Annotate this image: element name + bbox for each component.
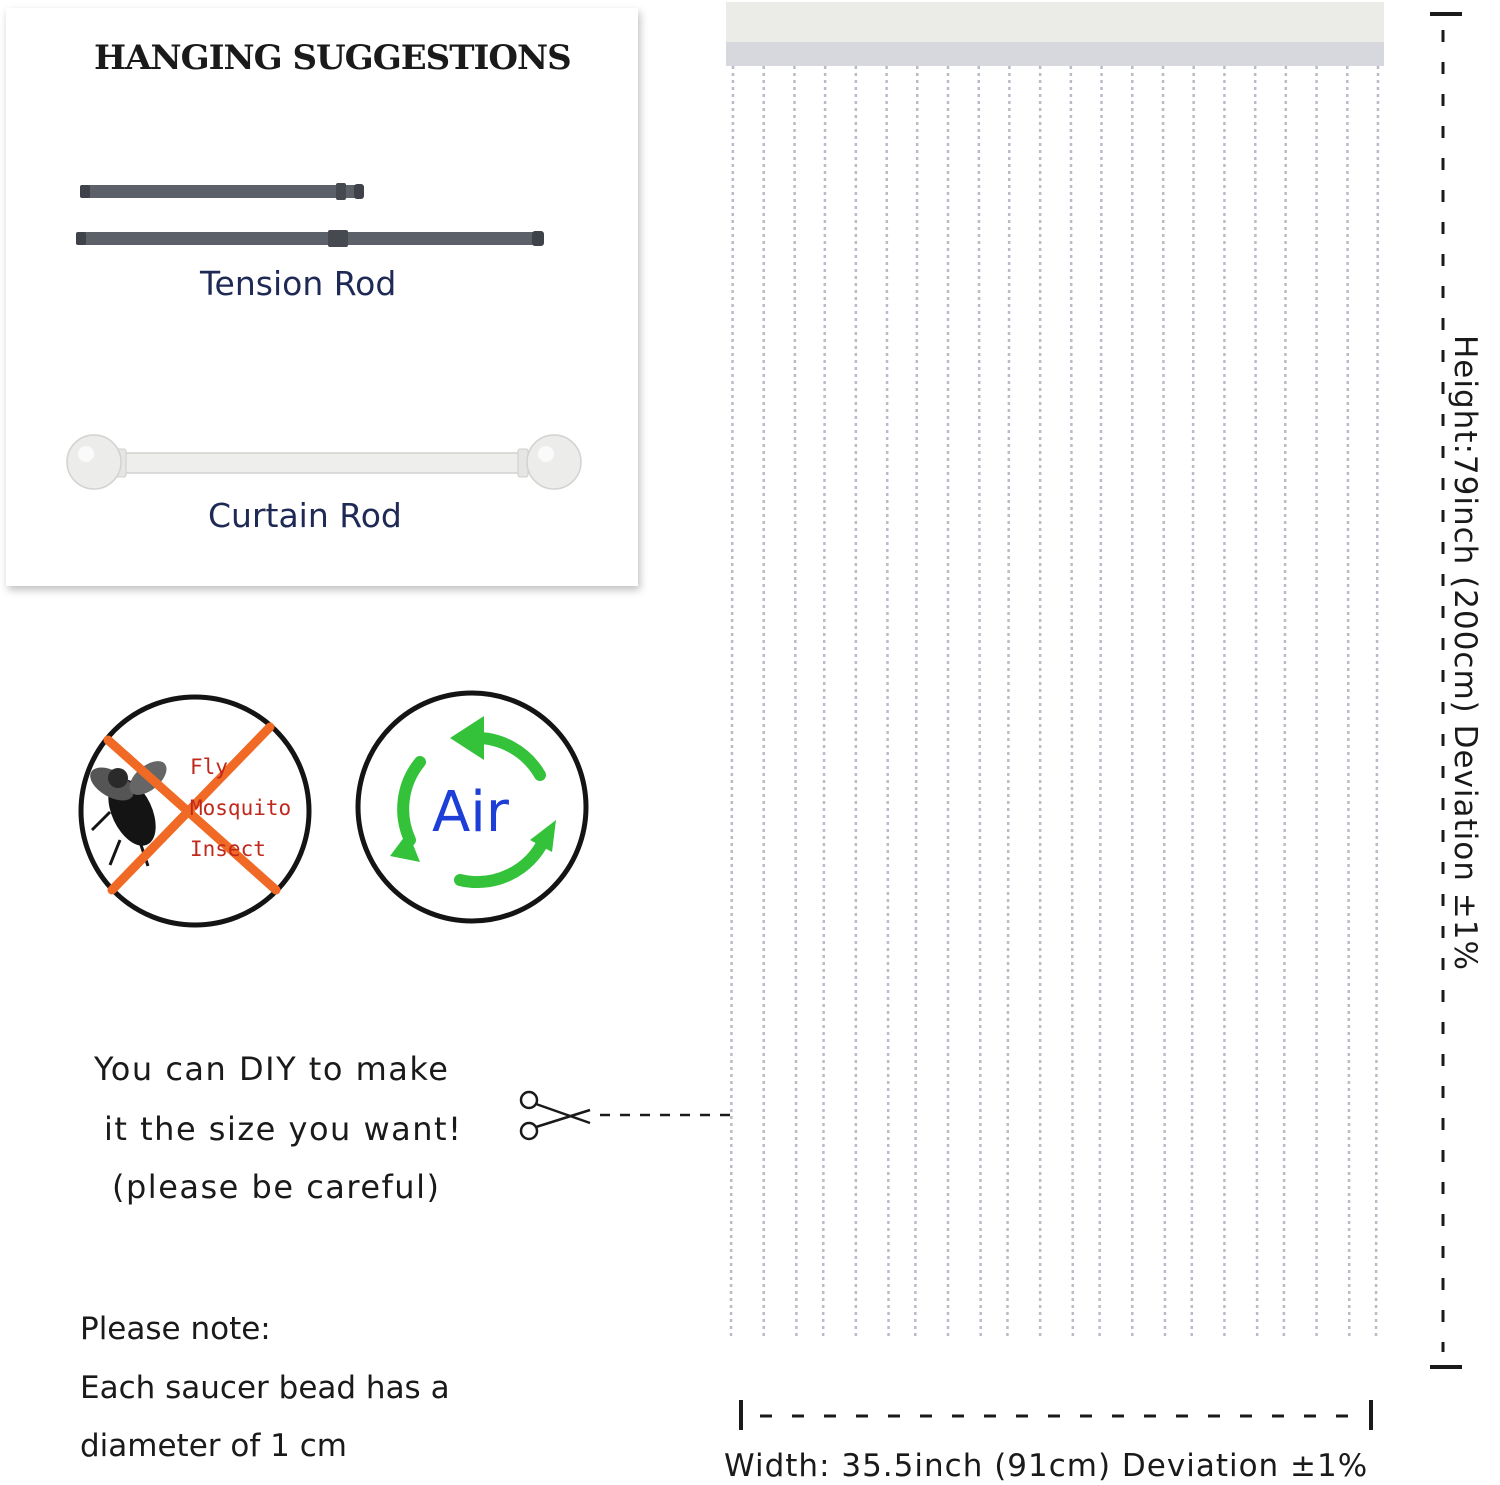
rods-illustration [66, 183, 582, 490]
bead-strand [914, 65, 919, 1341]
note-line-1: Please note: [80, 1311, 271, 1347]
bead-strand [885, 65, 890, 1341]
air-label: Air [432, 780, 509, 845]
curtain-strands [729, 65, 1380, 1341]
pest-line-insect: Insect [190, 837, 266, 861]
tension-rod-label: Tension Rod [200, 264, 397, 303]
bead-strand [977, 65, 982, 1341]
width-dimension-label: Width: 35.5inch (91cm) Deviation ±1% [724, 1448, 1369, 1484]
bead-strand [1161, 65, 1167, 1341]
bead-strand [821, 65, 827, 1341]
pest-line-mosquito: Mosquito [190, 796, 292, 820]
diy-line-3: (please be careful) [112, 1168, 441, 1206]
bead-strand [1069, 65, 1075, 1341]
bead-strand [793, 65, 798, 1341]
tension-rod-icon [76, 183, 544, 247]
note-line-2: Each saucer bead has a [80, 1370, 450, 1406]
hanging-suggestions-card: HANGING SUGGESTIONS Tension Rod Curtain … [6, 8, 638, 586]
bead-strand [1346, 65, 1351, 1341]
diy-line-1: You can DIY to make [94, 1050, 450, 1088]
curtain-rod-icon [66, 434, 582, 490]
curtain-lace-band [726, 42, 1384, 66]
bead-strand [1282, 65, 1288, 1341]
bead-strand [729, 65, 735, 1341]
curtain-header [726, 2, 1384, 44]
hanging-title: HANGING SUGGESTIONS [94, 38, 572, 78]
width-dimension [739, 1400, 1373, 1430]
bead-strand [1098, 65, 1103, 1341]
note-line-3: diameter of 1 cm [80, 1428, 347, 1464]
pest-line-fly: Fly [190, 755, 228, 779]
height-dimension-label: Height:79inch (200cm) Deviation ±1% [1447, 335, 1483, 971]
diy-line-2: it the size you want! [104, 1110, 463, 1148]
bead-strand [1190, 65, 1195, 1341]
bead-strand [1006, 65, 1011, 1341]
curtain-rod-label: Curtain Rod [208, 496, 402, 535]
height-dimension [1430, 12, 1462, 1369]
bead-strand [1253, 65, 1259, 1341]
bead-strand [1374, 65, 1380, 1341]
